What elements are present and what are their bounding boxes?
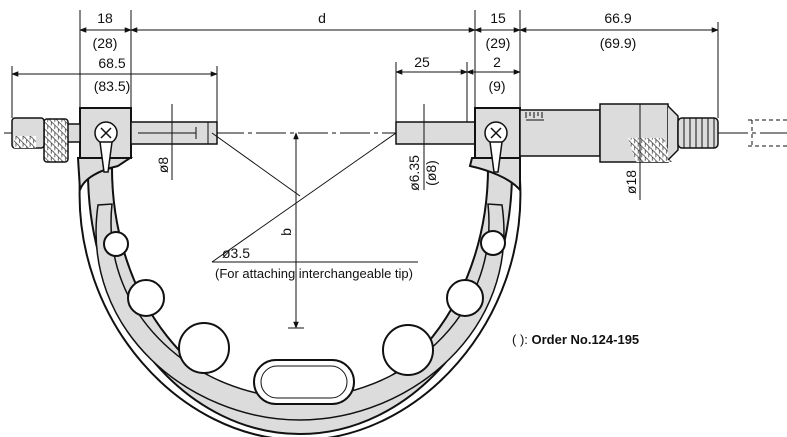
frame-hole [103, 231, 129, 257]
dim-anvil-overall: 68.5 [98, 55, 125, 71]
dim-thimble-dia: ø18 [623, 170, 639, 194]
dim-spindle-gap: 2 [493, 54, 501, 70]
knurled-grip-icon [628, 138, 672, 162]
anvil-assembly [11, 107, 218, 173]
dim-spindle-len: 15 [490, 10, 506, 26]
frame-neck-right [468, 157, 521, 193]
spindle-assembly [395, 103, 787, 173]
frame-hole [480, 230, 506, 256]
dim-range-d: d [318, 10, 326, 26]
sleeve [519, 109, 601, 157]
dim-spindle-len-alt: (29) [486, 35, 511, 51]
dim-anvil-len: 18 [97, 10, 113, 26]
dim-anvil-overall-alt: (83.5) [94, 78, 131, 94]
dim-spindle-dia-alt: (ø8) [423, 160, 439, 186]
dimension-lines [11, 10, 719, 329]
dim-anvil-dia: ø8 [155, 157, 171, 174]
order-note: ( ): Order No.124-195 [512, 332, 639, 347]
dim-thimble-len: 66.9 [604, 10, 631, 26]
frame-hole [446, 279, 484, 317]
phantom-extension [748, 119, 787, 147]
dim-spindle-dia: ø6.35 [406, 155, 422, 191]
order-note-prefix: ( ): [512, 332, 532, 347]
dim-throat-depth: b [278, 228, 294, 236]
dim-thimble-len-alt: (69.9) [600, 35, 637, 51]
dim-tip-hole-dia: ø3.5 [222, 245, 250, 261]
clamp-lever [99, 141, 113, 173]
order-note-number: Order No.124-195 [532, 332, 640, 347]
knurled-grip-icon [43, 118, 69, 163]
frame [76, 157, 522, 437]
frame-hole [127, 279, 165, 317]
frame-neck-left [76, 157, 134, 191]
frame-hole [382, 324, 434, 376]
sleeve-graduation [525, 112, 544, 121]
frame-hole [178, 322, 230, 374]
dim-spindle-gap-alt: (9) [488, 78, 505, 94]
dim-spindle-ext: 25 [414, 54, 430, 70]
dimension-labels: 18 (28) d 15 (29) 66.9 (69.9) 68.5 (83.5… [93, 10, 640, 347]
clamp-lever [489, 141, 503, 173]
frame-slot [253, 359, 355, 405]
spindle-rod [395, 121, 476, 145]
tip-hole-note: (For attaching interchangeable tip) [215, 266, 413, 281]
dim-anvil-len-alt: (28) [93, 35, 118, 51]
